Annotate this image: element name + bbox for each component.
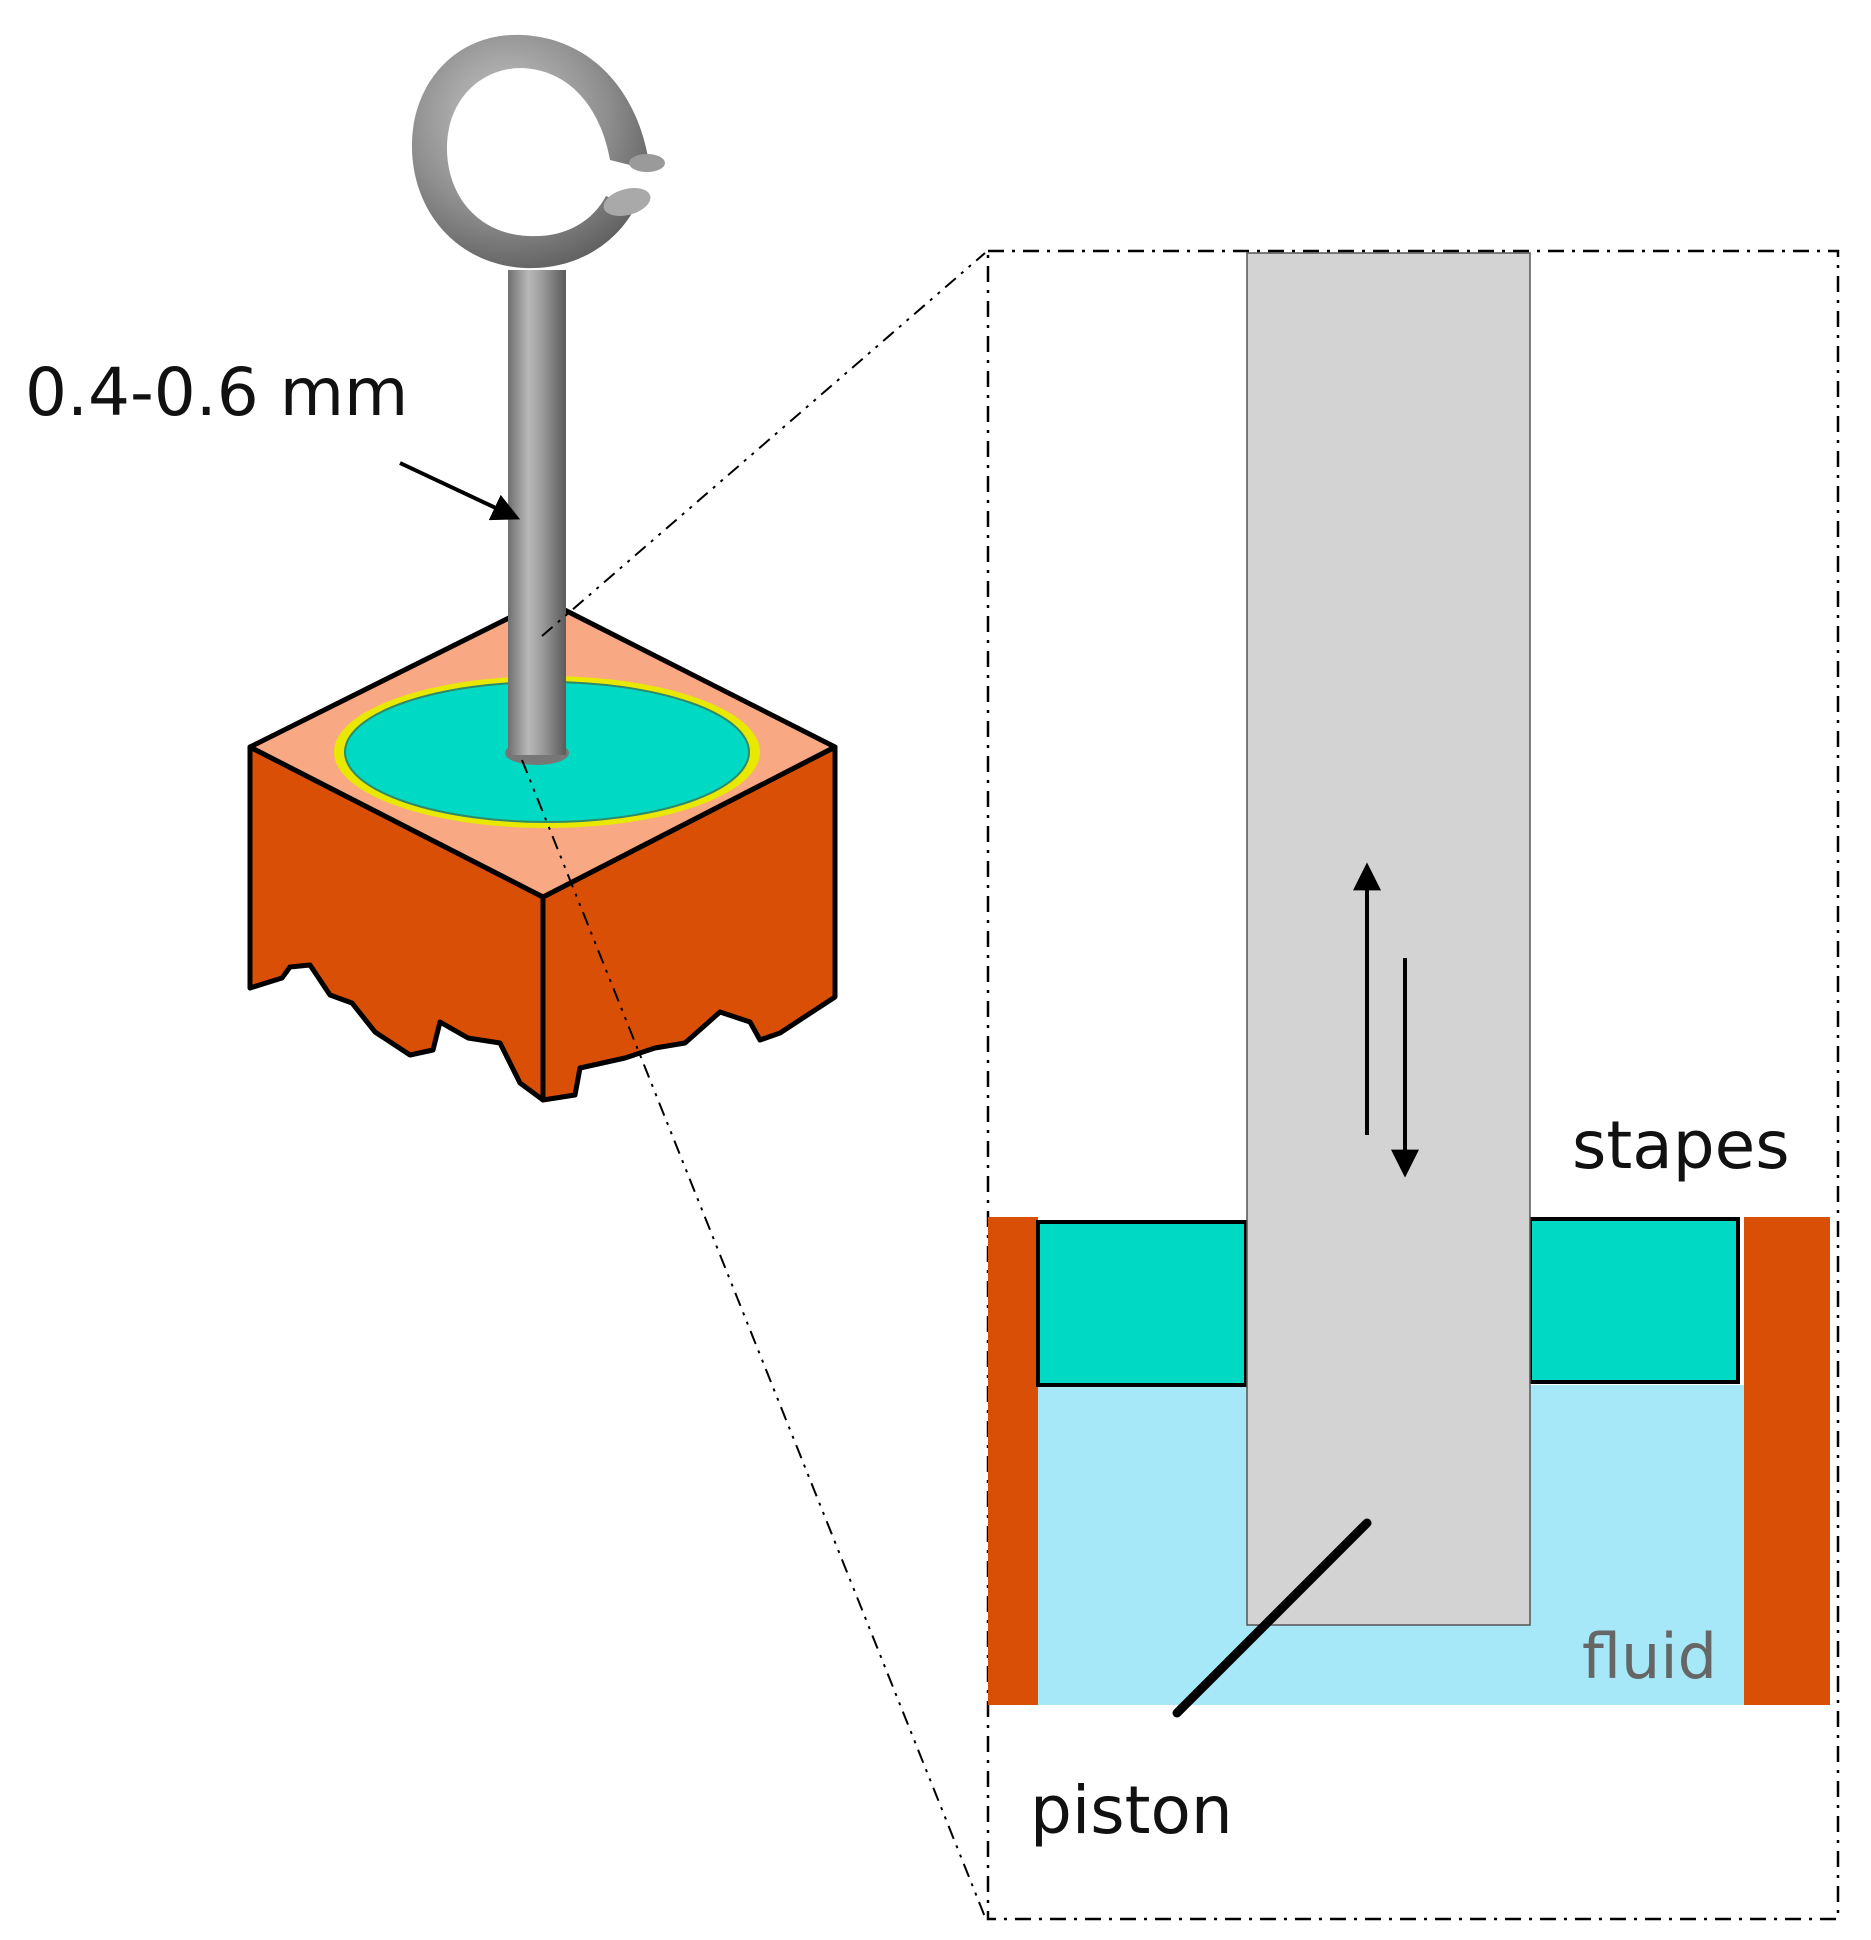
hook-end-cap: [603, 187, 651, 217]
dimension-label: 0.4-0.6 mm: [25, 354, 408, 431]
stapes-label: stapes: [1572, 1107, 1790, 1184]
zoom-line-bottom: [521, 759, 986, 1918]
hook-top-end: [629, 154, 665, 172]
piston-body: [1246, 252, 1531, 1626]
dimension-arrow: [399, 461, 521, 521]
zoom-line-top: [541, 252, 986, 637]
prosthesis-shaft: [508, 270, 566, 755]
footplate-section-right: [1528, 1217, 1740, 1384]
bone-wall-left: [988, 1217, 1038, 1705]
bone-wall-right: [1744, 1217, 1830, 1705]
piston-label: piston: [1030, 1772, 1233, 1849]
zoom-panel: stapes fluid piston: [986, 249, 1840, 1921]
bone-left-face: [247, 744, 546, 1103]
up-down-arrows-icon: [1353, 862, 1419, 1178]
hook-icon: [411, 34, 650, 269]
piston-leader-line: [1172, 1518, 1372, 1718]
zoom-frame: [986, 249, 1840, 1921]
bone-right-face: [540, 744, 838, 1103]
footplate-section-left: [1036, 1220, 1248, 1387]
fluid-label: fluid: [1582, 1620, 1717, 1693]
